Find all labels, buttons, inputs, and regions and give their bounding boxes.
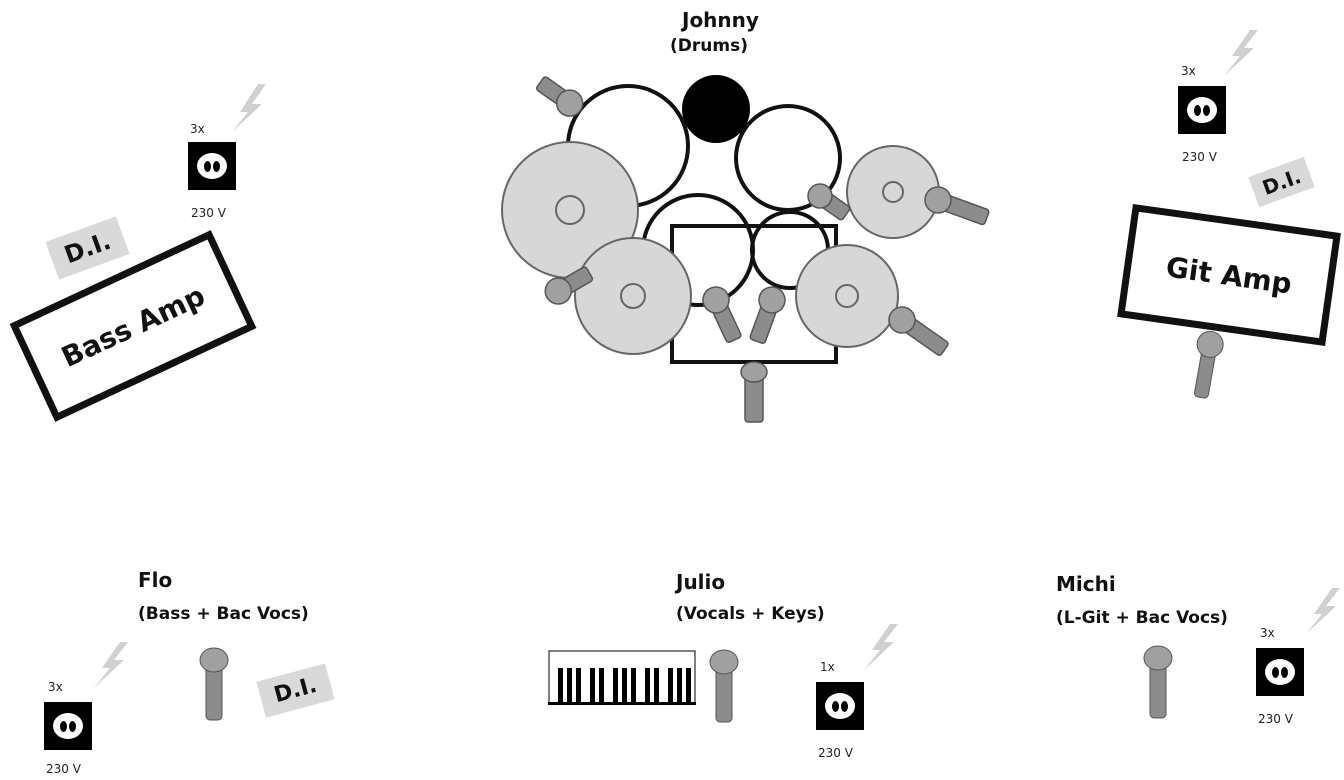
microphone-icon <box>194 644 234 724</box>
lightning-icon <box>232 84 266 132</box>
musician-name: Julio <box>676 570 725 594</box>
lightning-icon <box>94 642 128 688</box>
keyboard-icon <box>548 650 698 706</box>
lightning-icon <box>864 624 898 670</box>
musician-role: (Vocals + Keys) <box>676 604 825 624</box>
microphone-icon <box>1138 642 1178 722</box>
microphone-icon <box>704 646 744 726</box>
musician-name: Michi <box>1056 572 1116 596</box>
musician-role: (L-Git + Bac Vocs) <box>1056 608 1228 628</box>
lightning-icon <box>1306 588 1340 634</box>
musician-name: Flo <box>138 568 172 592</box>
lightning-icon <box>1224 30 1258 76</box>
musician-role: (Bass + Bac Vocs) <box>138 604 309 624</box>
